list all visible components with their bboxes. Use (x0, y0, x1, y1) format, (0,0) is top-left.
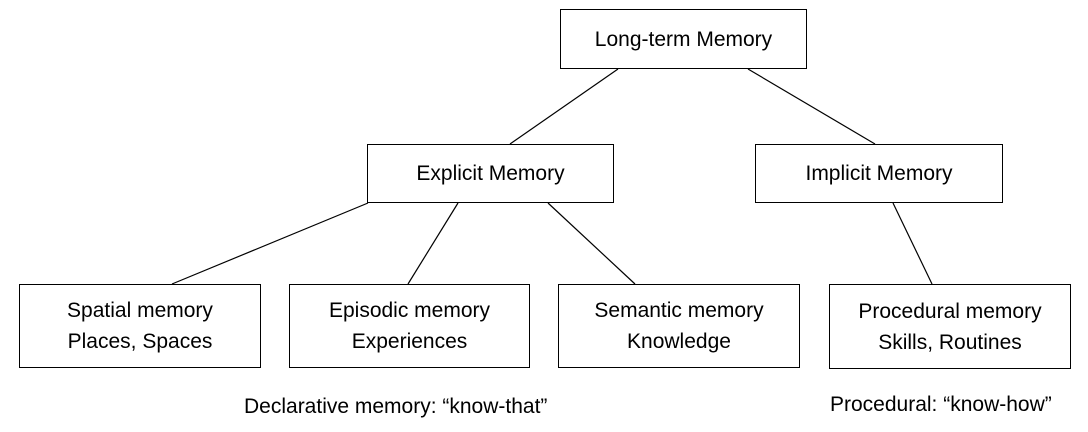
long-term-memory-node: Long-term Memory (560, 9, 807, 69)
explicit-memory-label: Explicit Memory (416, 162, 565, 185)
episodic-memory-subtitle: Experiences (351, 330, 468, 353)
procedural-memory-subtitle: Skills, Routines (878, 330, 1022, 354)
implicit-memory-node: Implicit Memory (755, 144, 1003, 203)
spatial-memory-title: Spatial memory (67, 299, 213, 322)
connector-root-implicit (747, 68, 876, 145)
semantic-memory-subtitle: Knowledge (627, 330, 731, 353)
spatial-memory-subtitle: Places, Spaces (67, 330, 213, 353)
semantic-memory-title: Semantic memory (594, 299, 764, 322)
connector-explicit-spatial (171, 202, 369, 285)
spatial-memory-node: Spatial memory Places, Spaces (19, 284, 261, 368)
connector-explicit-episodic (407, 202, 459, 285)
connector-implicit-procedural (892, 202, 933, 285)
connector-explicit-semantic (547, 202, 636, 285)
episodic-memory-node: Episodic memory Experiences (289, 284, 530, 368)
semantic-memory-node: Semantic memory Knowledge (558, 284, 800, 368)
episodic-memory-title: Episodic memory (328, 299, 491, 322)
procedural-memory-title: Procedural memory (858, 299, 1042, 323)
procedural-memory-node: Procedural memory Skills, Routines (829, 284, 1071, 369)
implicit-memory-label: Implicit Memory (805, 162, 953, 185)
explicit-memory-node: Explicit Memory (367, 144, 614, 203)
declarative-memory-caption: Declarative memory: “know-that” (244, 395, 548, 418)
connector-root-explicit (509, 68, 619, 145)
long-term-memory-label: Long-term Memory (594, 27, 773, 51)
procedural-caption: Procedural: “know-how” (830, 393, 1052, 416)
